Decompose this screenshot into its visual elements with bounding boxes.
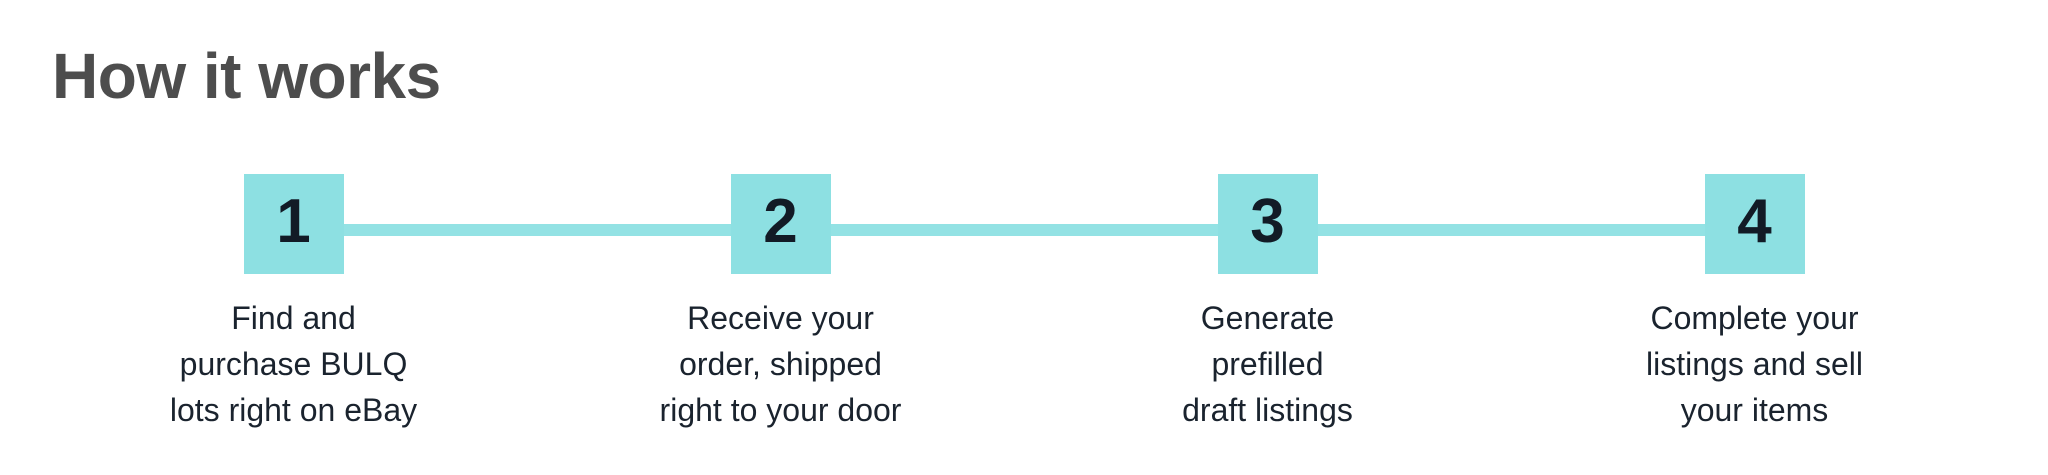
step-1-label: Find and purchase BULQ lots right on eBa… <box>169 300 418 428</box>
step-1: 1 Find and purchase BULQ lots right on e… <box>50 174 537 433</box>
step-3-label: Generate prefilled draft listings <box>1182 300 1353 428</box>
step-1-number-box: 1 <box>243 174 344 274</box>
step-3-number-box: 3 <box>1217 174 1318 274</box>
step-3: 3 Generate prefilled draft listings <box>1024 174 1511 433</box>
step-2-number-box: 2 <box>730 174 831 274</box>
steps-timeline: 1 Find and purchase BULQ lots right on e… <box>50 174 1998 454</box>
step-4-number-box: 4 <box>1704 174 1805 274</box>
step-4: 4 Complete your listings and sell your i… <box>1511 174 1998 433</box>
steps-row: 1 Find and purchase BULQ lots right on e… <box>50 174 1998 433</box>
section-title: How it works <box>52 40 441 112</box>
step-2-number: 2 <box>763 187 798 256</box>
step-1-number: 1 <box>276 187 311 256</box>
step-2-label: Receive your order, shipped right to you… <box>659 300 902 428</box>
step-3-number: 3 <box>1250 187 1285 256</box>
timeline-connector-line <box>293 224 1755 236</box>
step-4-label: Complete your listings and sell your ite… <box>1646 300 1863 428</box>
step-4-number: 4 <box>1737 187 1772 256</box>
step-2: 2 Receive your order, shipped right to y… <box>537 174 1024 433</box>
